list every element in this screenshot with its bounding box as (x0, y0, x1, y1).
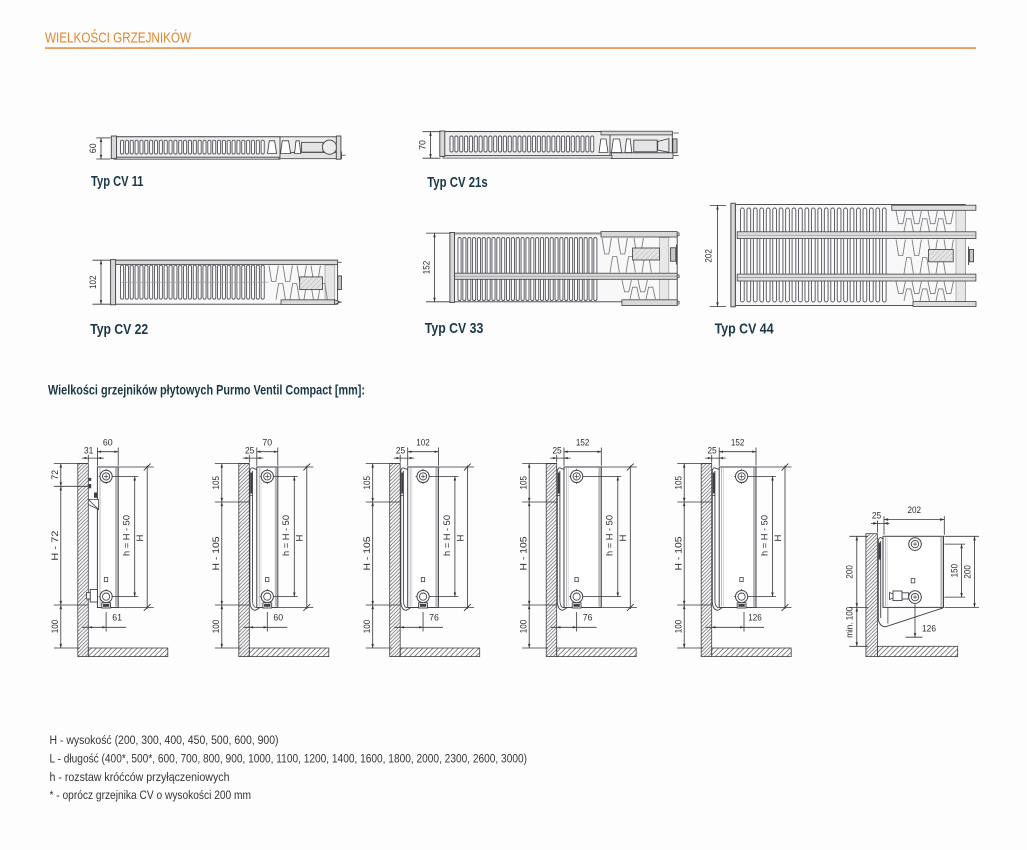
svg-text:Typ CV 44: Typ CV 44 (715, 322, 774, 338)
svg-text:60: 60 (103, 437, 113, 448)
svg-text:200: 200 (962, 565, 973, 579)
svg-text:H - wysokość (200, 300, 400, 4: H - wysokość (200, 300, 400, 450, 500, 6… (50, 733, 279, 747)
svg-text:152: 152 (421, 261, 432, 275)
svg-text:100: 100 (518, 620, 529, 634)
svg-text:76: 76 (429, 613, 439, 624)
svg-text:25: 25 (707, 445, 716, 456)
svg-text:H: H (773, 534, 784, 541)
svg-text:105: 105 (518, 476, 529, 490)
svg-text:202: 202 (908, 505, 922, 516)
svg-text:h = H - 50: h = H - 50 (122, 515, 133, 556)
svg-text:H: H (455, 534, 466, 541)
svg-text:126: 126 (748, 613, 762, 624)
svg-text:100: 100 (50, 620, 61, 634)
svg-text:105: 105 (362, 476, 373, 490)
svg-text:152: 152 (576, 437, 590, 448)
svg-text:h - rozstaw króćców przyłączen: h - rozstaw króćców przyłączeniowych (50, 770, 230, 784)
svg-text:WIELKOŚCI GRZEJNIKÓW: WIELKOŚCI GRZEJNIKÓW (45, 29, 191, 47)
svg-text:61: 61 (112, 613, 122, 624)
svg-text:H - 72: H - 72 (50, 531, 61, 561)
svg-text:25: 25 (872, 510, 881, 521)
svg-text:Typ CV 11: Typ CV 11 (91, 174, 144, 190)
svg-text:h = H - 50: h = H - 50 (605, 515, 616, 556)
svg-text:h = H - 50: h = H - 50 (759, 515, 770, 556)
svg-text:70: 70 (262, 437, 272, 448)
svg-text:H - 105: H - 105 (673, 537, 684, 571)
svg-text:25: 25 (245, 445, 254, 456)
svg-text:72: 72 (50, 470, 61, 480)
svg-text:152: 152 (731, 437, 745, 448)
svg-text:150: 150 (949, 564, 960, 578)
svg-text:126: 126 (922, 624, 936, 635)
svg-text:Typ CV 33: Typ CV 33 (425, 321, 484, 337)
svg-text:70: 70 (417, 140, 428, 150)
svg-text:Wielkości grzejników płytowych: Wielkości grzejników płytowych Purmo Ven… (48, 383, 365, 398)
svg-text:102: 102 (416, 437, 430, 448)
svg-text:Typ CV 22: Typ CV 22 (90, 322, 148, 338)
svg-text:102: 102 (88, 275, 99, 289)
svg-text:min. 100: min. 100 (845, 607, 856, 638)
svg-text:h = H - 50: h = H - 50 (442, 515, 453, 556)
svg-text:* - oprócz grzejnika CV o wyso: * - oprócz grzejnika CV o wysokości 200 … (50, 788, 252, 802)
svg-text:H: H (135, 534, 146, 541)
svg-text:25: 25 (396, 445, 405, 456)
svg-text:60: 60 (88, 143, 99, 153)
svg-text:105: 105 (673, 476, 684, 490)
svg-text:200: 200 (845, 565, 856, 579)
svg-text:60: 60 (273, 613, 283, 624)
svg-text:Typ CV 21s: Typ CV 21s (427, 175, 488, 191)
svg-text:h = H - 50: h = H - 50 (281, 515, 292, 556)
svg-text:202: 202 (703, 249, 714, 263)
svg-text:76: 76 (583, 613, 593, 624)
svg-text:105: 105 (211, 476, 222, 490)
svg-text:H - 105: H - 105 (518, 537, 529, 571)
svg-text:31: 31 (84, 445, 93, 456)
svg-text:H: H (295, 534, 306, 541)
svg-text:25: 25 (552, 445, 561, 456)
svg-text:H - 105: H - 105 (362, 537, 373, 571)
svg-text:100: 100 (673, 620, 684, 634)
svg-text:L - długość (400*, 500*, 600,: L - długość (400*, 500*, 600, 700, 800, … (50, 752, 528, 766)
svg-text:100: 100 (211, 620, 222, 634)
svg-text:100: 100 (362, 620, 373, 634)
svg-text:H - 105: H - 105 (211, 537, 222, 571)
svg-text:H: H (618, 534, 629, 541)
